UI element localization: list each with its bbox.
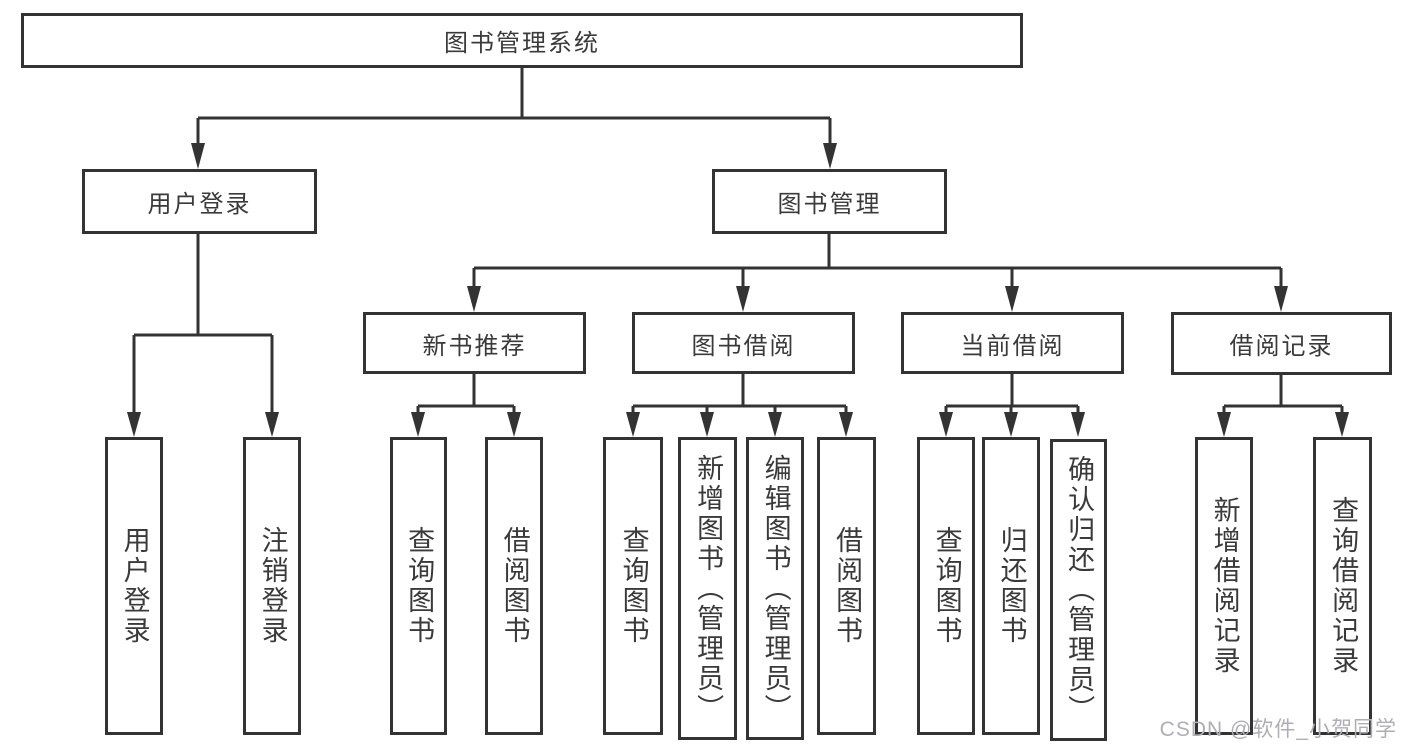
leaf-user-login: 用户登录 [105,437,163,735]
leaf-logout: 注销登录 [243,437,301,735]
connector-root-to-level2 [191,68,837,169]
leaf-edit-book-admin: 编辑图书（管理员） [746,437,804,740]
leaf-add-borrow-record: 新增借阅记录 [1195,437,1253,735]
leaf-return-book: 归还图书 [982,437,1040,735]
connector-user-login-to-children [127,234,279,437]
connector-book-mgmt-to-level3 [467,234,1288,312]
leaf-add-book-admin: 新增图书（管理员） [678,437,737,740]
node-book-management: 图书管理 [712,169,947,234]
leaf-query-borrow-record: 查询借阅记录 [1313,437,1372,735]
node-current-borrow: 当前借阅 [901,312,1124,374]
connector-borrow-record-to-children [1217,374,1349,437]
leaf-borrow-query-book: 查询图书 [603,437,663,735]
node-root-system: 图书管理系统 [21,13,1023,68]
connector-new-rec-to-children [411,374,521,437]
leaf-confirm-return-admin: 确认归还（管理员） [1050,439,1107,741]
connector-book-borrow-to-children [626,374,853,437]
node-book-borrow: 图书借阅 [632,312,855,374]
node-user-login: 用户登录 [82,169,317,234]
leaf-rec-query-book: 查询图书 [390,437,447,735]
csdn-watermark: CSDN @软件_小贺同学 [1159,718,1397,741]
node-new-book-recommend: 新书推荐 [363,312,586,374]
connector-current-borrow-to-children [939,374,1085,437]
leaf-rec-borrow-book: 借阅图书 [485,437,543,735]
node-borrow-record: 借阅记录 [1171,312,1392,375]
leaf-borrow-book: 借阅图书 [817,437,876,735]
leaf-current-query-book: 查询图书 [917,437,975,735]
